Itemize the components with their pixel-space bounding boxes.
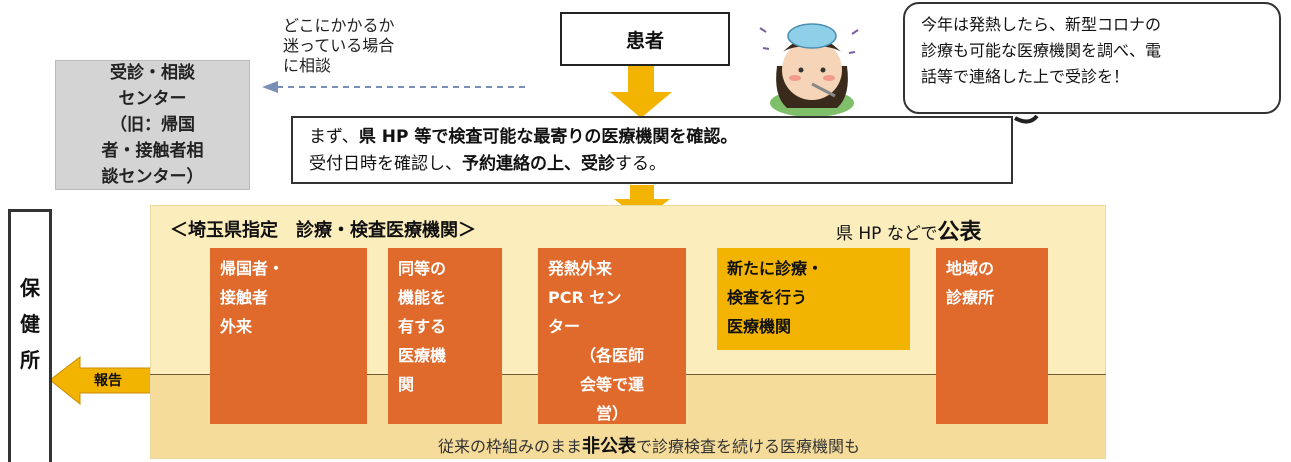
- org-line: 営）: [595, 404, 628, 423]
- org-line: ター: [548, 317, 581, 336]
- step-line-2: 受付日時を確認し、予約連絡の上、受診する。: [309, 151, 995, 178]
- bubble-line: 今年は発熱したら、新型コロナの: [921, 15, 1162, 34]
- org-line: PCR セン: [548, 288, 622, 307]
- patient-illustration: [759, 23, 859, 117]
- step-text: する。: [615, 154, 666, 174]
- step-text: まず、: [309, 127, 359, 147]
- hc-char: 健: [20, 312, 40, 336]
- announce-text: 県 HP などで: [836, 224, 938, 244]
- org-fever-pcr-center: 発熱外来 PCR セン ター （各医師 会等で運 営）: [538, 248, 686, 424]
- first-step-box: まず、県 HP 等で検査可能な最寄りの医療機関を確認。 受付日時を確認し、予約連…: [291, 116, 1013, 184]
- consult-line: 受診・相談: [110, 63, 195, 83]
- footer-text: 従来の枠組みのまま: [438, 437, 583, 456]
- org-equivalent-function: 同等の 機能を 有する 医療機 関: [388, 248, 502, 424]
- org-line: 検査を行う: [727, 288, 808, 307]
- consult-line: 者・接触者相: [101, 141, 204, 161]
- org-line: 診療所: [946, 288, 995, 307]
- patient-label: 患者: [625, 29, 664, 52]
- step-to-panel-arrow: [614, 185, 670, 221]
- bubble-line: 診療も可能な医療機関を調べ、電: [921, 41, 1162, 60]
- org-line: 医療機: [398, 346, 447, 365]
- org-returnee-contact-outpatient: 帰国者・ 接触者 外来: [210, 248, 367, 424]
- org-line: 関: [398, 375, 415, 394]
- org-line: 接触者: [220, 288, 269, 307]
- org-line: 地域の: [946, 259, 995, 278]
- org-new-institutions: 新たに診療・ 検査を行う 医療機関: [717, 248, 910, 350]
- consultation-center-label: 受診・相談 センター （旧：帰国 者・接触者相 談センター）: [78, 60, 228, 190]
- announce-emphasis: 公表: [937, 220, 982, 245]
- note-line: 迷っている場合: [283, 36, 395, 55]
- hc-char: 保: [20, 276, 40, 300]
- health-center-box: 保 健 所: [8, 209, 52, 462]
- hc-char: 所: [20, 348, 40, 372]
- phone-hook: [1014, 114, 1039, 124]
- patient-box: 患者: [560, 12, 730, 66]
- org-line: 外来: [220, 317, 253, 336]
- footer-emphasis: 非公表: [582, 436, 637, 457]
- consultation-center-box: 受診・相談 センター （旧：帰国 者・接触者相 談センター）: [55, 60, 250, 190]
- bubble-line: 話等で連絡した上で受診を！: [921, 67, 1130, 86]
- consult-arrowhead: [262, 81, 278, 93]
- unpublished-note: 従来の枠組みのまま非公表で診療検査を続ける医療機関も: [438, 432, 860, 458]
- consult-line: （旧：帰国: [110, 115, 195, 135]
- org-line: 新たに診療・: [727, 259, 824, 278]
- org-line: 機能を: [398, 288, 447, 307]
- org-line: 帰国者・: [220, 259, 285, 278]
- step-line-1: まず、県 HP 等で検査可能な最寄りの医療機関を確認。: [309, 124, 995, 151]
- step-text: 受付日時を確認し、: [309, 154, 462, 174]
- note-line: どこにかかるか: [283, 16, 395, 35]
- speech-bubble: 今年は発熱したら、新型コロナの 診療も可能な医療機関を調べ、電 話等で連絡した上…: [903, 2, 1281, 114]
- health-center-label: 保 健 所: [11, 270, 49, 378]
- consult-line: センター: [118, 89, 187, 109]
- consult-line: 談センター）: [101, 167, 204, 187]
- org-local-clinics: 地域の 診療所: [936, 248, 1048, 424]
- patient-to-step-arrow: [610, 64, 672, 118]
- org-line: 有する: [398, 317, 447, 336]
- step-emphasis: 予約連絡の上、受診: [462, 154, 615, 174]
- org-line: （各医師: [579, 346, 644, 365]
- org-line: 発熱外来: [548, 259, 613, 278]
- org-line: 医療機関: [727, 317, 792, 336]
- step-emphasis: 県 HP 等で検査可能な最寄りの医療機関を確認。: [358, 127, 738, 147]
- org-line: 同等の: [398, 259, 447, 278]
- note-line: に相談: [283, 56, 332, 75]
- consult-guidance-note: どこにかかるか 迷っている場合 に相談: [283, 16, 493, 76]
- panel-title: ＜埼玉県指定 診療・検査医療機関＞: [170, 220, 476, 241]
- report-label: 報告: [94, 373, 122, 389]
- announcement-label: 県 HP などで公表: [836, 214, 982, 246]
- org-line: 会等で運: [579, 375, 644, 394]
- footer-text: で診療検査を続ける医療機関も: [636, 437, 861, 456]
